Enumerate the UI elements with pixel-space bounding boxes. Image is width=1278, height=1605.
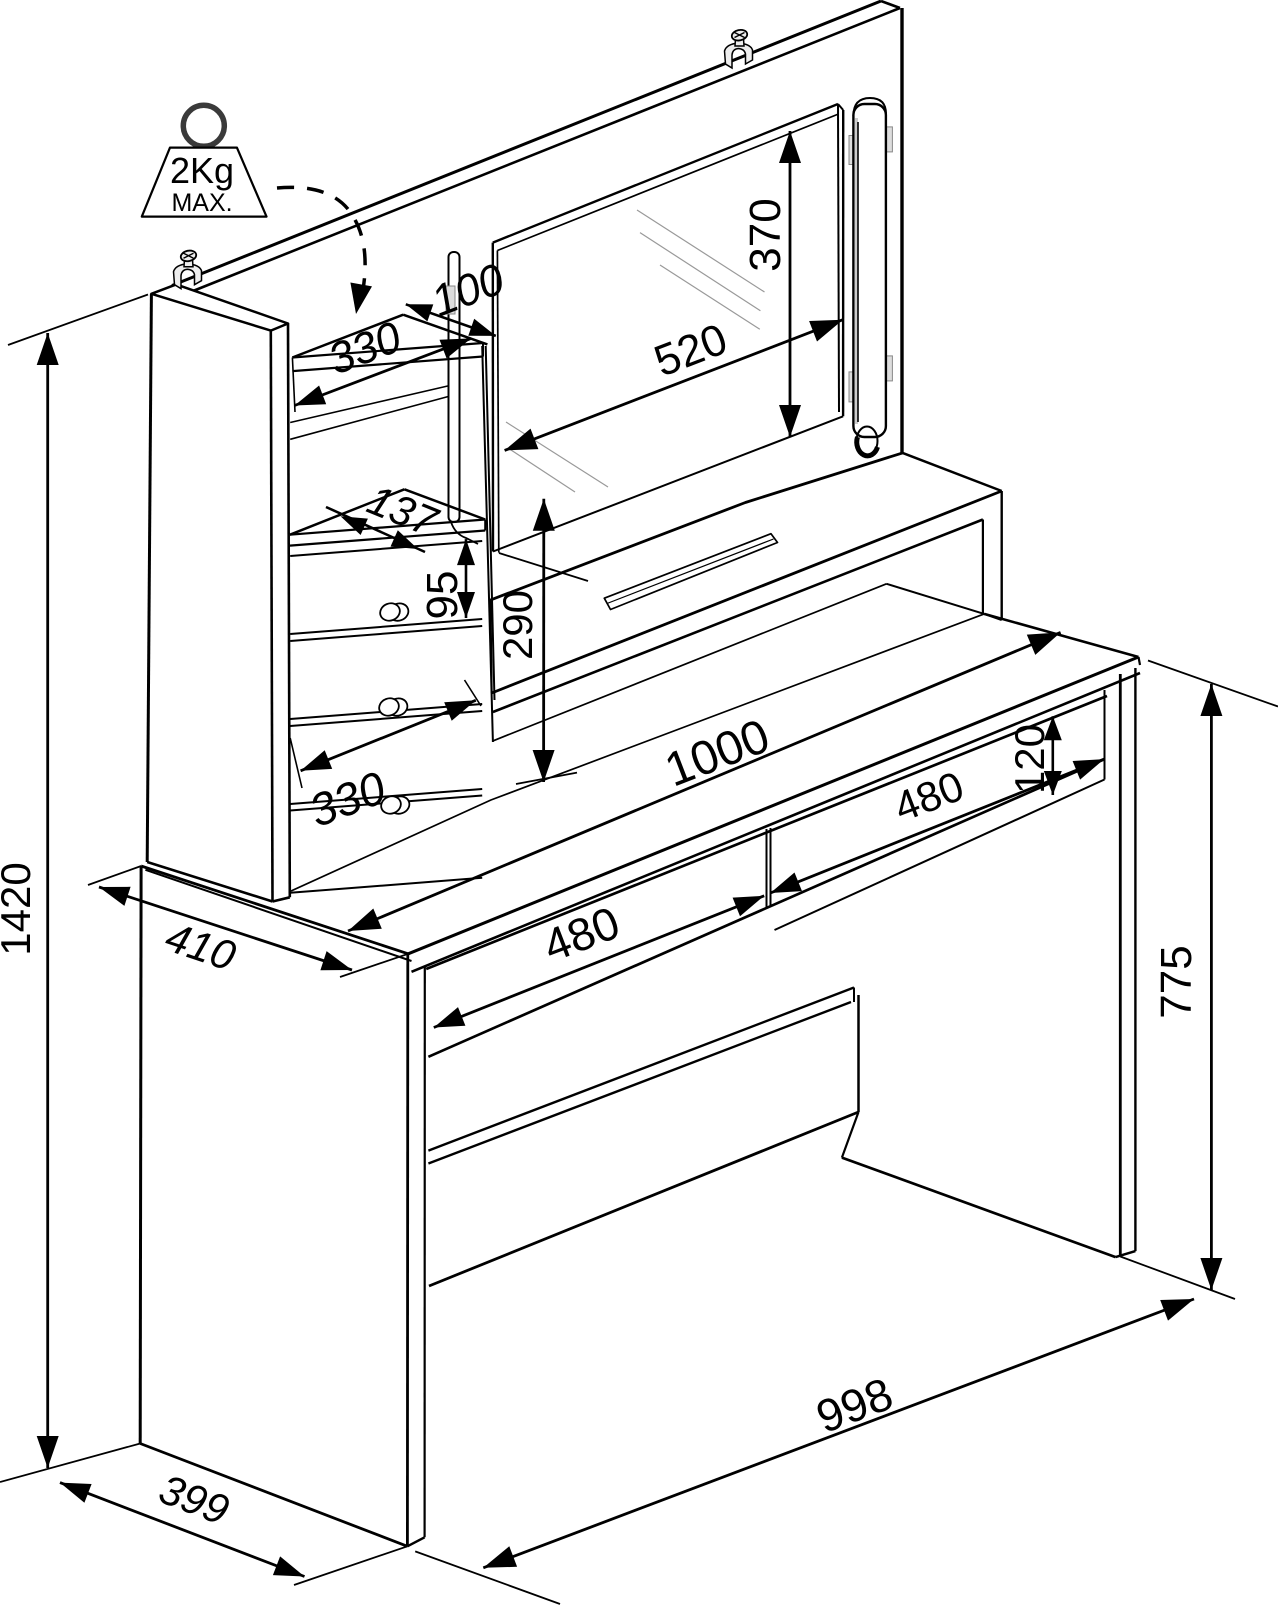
svg-text:370: 370 (741, 198, 790, 271)
svg-text:1420: 1420 (0, 862, 39, 955)
svg-text:775: 775 (1152, 945, 1201, 1018)
svg-text:120: 120 (1006, 724, 1053, 794)
svg-text:290: 290 (494, 590, 541, 660)
svg-text:2Kg: 2Kg (170, 150, 234, 191)
svg-text:MAX.: MAX. (171, 189, 232, 217)
svg-text:95: 95 (418, 571, 467, 620)
